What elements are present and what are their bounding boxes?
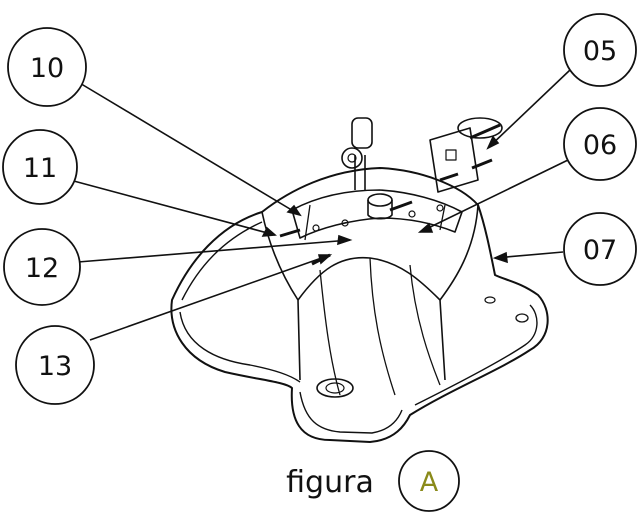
callout-circle	[15, 325, 95, 405]
callout-13: 13	[15, 325, 95, 405]
callout-label: 05	[583, 36, 617, 67]
callout-circle	[3, 228, 81, 306]
callout-10: 10	[7, 27, 87, 107]
callout-05: 05	[563, 13, 637, 87]
callout-06: 06	[563, 107, 637, 181]
callout-12: 12	[3, 228, 81, 306]
figure-caption: figura A	[286, 450, 460, 512]
caption-badge-circle	[398, 450, 460, 512]
callout-circle	[2, 129, 78, 205]
callout-label: 07	[583, 235, 617, 266]
stand-base	[170, 117, 549, 443]
callout-circle	[563, 13, 637, 87]
callout-07: 07	[563, 212, 637, 286]
callout-label: 12	[25, 253, 59, 284]
caption-text: figura	[286, 465, 374, 500]
callout-label: 06	[583, 130, 617, 161]
callout-circle	[563, 107, 637, 181]
callout-11: 11	[2, 129, 78, 205]
leader-lines	[69, 69, 571, 341]
callout-circle	[7, 27, 87, 107]
callout-label: 11	[23, 153, 57, 184]
callout-label: 13	[38, 351, 72, 382]
callout-label: 10	[30, 53, 64, 84]
caption-badge: A	[420, 467, 439, 498]
callout-circle	[563, 212, 637, 286]
